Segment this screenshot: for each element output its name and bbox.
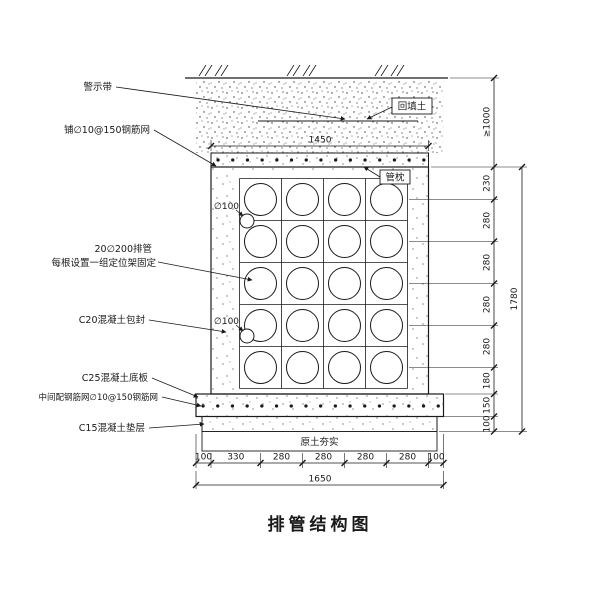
- dim-right-0: 230: [483, 174, 493, 191]
- ground-surface: [185, 64, 448, 79]
- dim-top-width: 1450: [207, 136, 432, 151]
- dim-bottom-4: 280: [357, 453, 374, 463]
- backfill-label: 回填土: [398, 101, 427, 113]
- dim-bottom-1: 330: [227, 453, 244, 463]
- dim-right-6: 150: [483, 396, 493, 413]
- dim-right-2: 280: [483, 254, 493, 271]
- base-mesh-label: 中间配钢筋网∅10@150钢筋网: [39, 392, 158, 403]
- warning-tape-label: 警示带: [83, 81, 112, 93]
- small-drain-pipes: [239, 213, 255, 344]
- dim-cover-depth-value: ≥1000: [483, 107, 493, 138]
- compacted-soil-box: 原土夯实: [201, 431, 438, 452]
- dim-bottom-0: 100: [195, 453, 212, 463]
- dim-bottom-3: 280: [315, 453, 332, 463]
- dim-bottom-2: 280: [273, 453, 290, 463]
- drawing-title: 排管结构图: [268, 514, 373, 535]
- dim-right-4: 280: [483, 338, 493, 355]
- dim-top-width-value: 1450: [309, 136, 332, 146]
- dia100-top-label: ∅100: [214, 202, 239, 212]
- cushion-layer: [201, 416, 438, 432]
- dim-right-side: ≥1000 230 280 280 280 280 180 150 100 17…: [409, 74, 527, 435]
- dim-right-7: 100: [483, 415, 493, 432]
- positioning-grid: [239, 178, 408, 389]
- cushion-label: C15混凝土垫层: [79, 422, 145, 434]
- encasement-label: C20混凝土包封: [79, 314, 146, 326]
- dim-right-1: 280: [483, 212, 493, 229]
- dim-bottom-5: 280: [399, 453, 416, 463]
- dim-right-total-value: 1780: [510, 287, 520, 310]
- top-mesh-band: [210, 152, 429, 168]
- compacted-soil-label: 原土夯实: [300, 436, 338, 448]
- dim-right-5: 180: [483, 372, 493, 389]
- pipes-label: 20∅200排管: [95, 243, 153, 255]
- dia100-bottom-label: ∅100: [214, 317, 239, 327]
- base-slab: [195, 393, 445, 418]
- ground-hatch-marks: [198, 64, 405, 77]
- dim-right-3: 280: [483, 296, 493, 313]
- callouts-left: 警示带 铺∅10@150钢筋网 20∅200排管 每根设置一组定位架固定 C20…: [39, 81, 346, 434]
- pipe-pillow-label: 管枕: [385, 172, 405, 184]
- pipes-note-label: 每根设置一组定位架固定: [51, 257, 156, 269]
- base-slab-label: C25混凝土底板: [82, 372, 149, 384]
- callouts-right: 回填土 管枕: [363, 97, 433, 185]
- dim-bottom-6: 100: [427, 453, 444, 463]
- top-mesh-label: 铺∅10@150钢筋网: [64, 124, 150, 136]
- dim-bottom-side: 100 330 280 280 280 280 100 1650: [192, 434, 447, 489]
- dim-bottom-total-value: 1650: [309, 475, 332, 485]
